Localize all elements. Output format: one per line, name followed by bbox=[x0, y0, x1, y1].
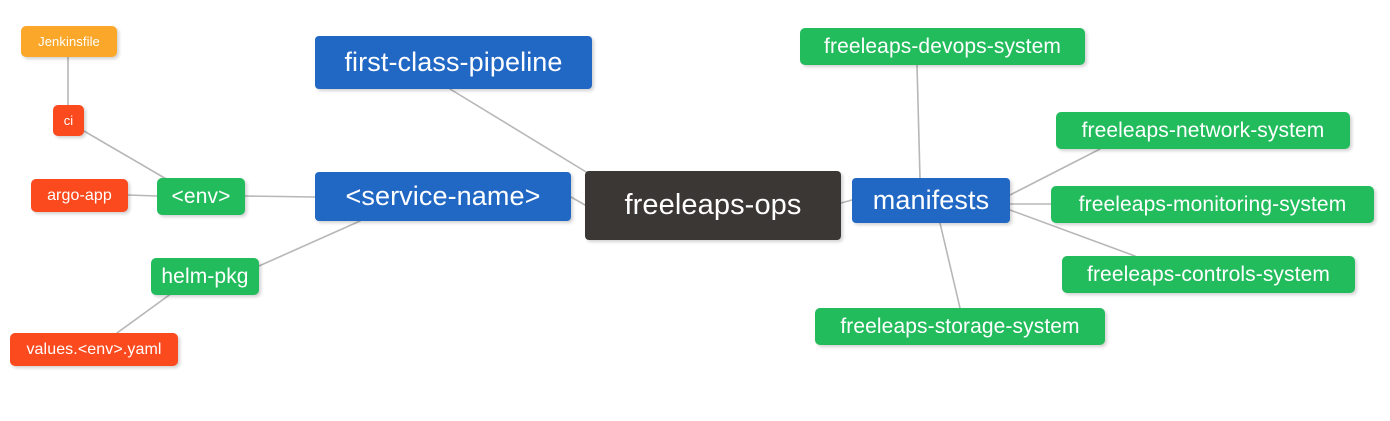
edge-root-manifests bbox=[840, 199, 853, 204]
mindmap-node-root[interactable]: freeleaps-ops bbox=[585, 171, 841, 240]
edge-manifests-storage-system bbox=[939, 222, 961, 309]
edge-service-name-helm-pkg bbox=[258, 220, 361, 267]
edge-root-first-class-pipeline bbox=[449, 88, 597, 179]
mindmap-node-monitoring-system[interactable]: freeleaps-monitoring-system bbox=[1051, 186, 1374, 223]
mindmap-node-service-name[interactable]: <service-name> bbox=[315, 172, 571, 221]
mindmap-node-env[interactable]: <env> bbox=[157, 178, 245, 215]
mindmap-node-controls-system[interactable]: freeleaps-controls-system bbox=[1062, 256, 1355, 293]
mindmap-node-helm-pkg[interactable]: helm-pkg bbox=[151, 258, 259, 295]
mindmap-node-manifests[interactable]: manifests bbox=[852, 178, 1010, 223]
mindmap-node-jenkinsfile[interactable]: Jenkinsfile bbox=[21, 26, 117, 57]
mindmap-node-devops-system[interactable]: freeleaps-devops-system bbox=[800, 28, 1085, 65]
mindmap-node-values-yaml[interactable]: values.<env>.yaml bbox=[10, 333, 178, 366]
mindmap-node-storage-system[interactable]: freeleaps-storage-system bbox=[815, 308, 1105, 345]
mindmap-node-first-class-pipeline[interactable]: first-class-pipeline bbox=[315, 36, 592, 89]
edge-env-argo-app bbox=[127, 194, 158, 197]
edge-helm-pkg-values-yaml bbox=[116, 292, 173, 334]
mindmap-node-ci[interactable]: ci bbox=[53, 105, 84, 136]
edge-manifests-devops-system bbox=[916, 64, 921, 179]
edge-service-name-env bbox=[244, 195, 316, 198]
edge-root-service-name bbox=[570, 196, 586, 206]
mindmap-node-argo-app[interactable]: argo-app bbox=[31, 179, 128, 212]
mindmap-node-network-system[interactable]: freeleaps-network-system bbox=[1056, 112, 1350, 149]
edge-env-ci bbox=[83, 130, 169, 181]
